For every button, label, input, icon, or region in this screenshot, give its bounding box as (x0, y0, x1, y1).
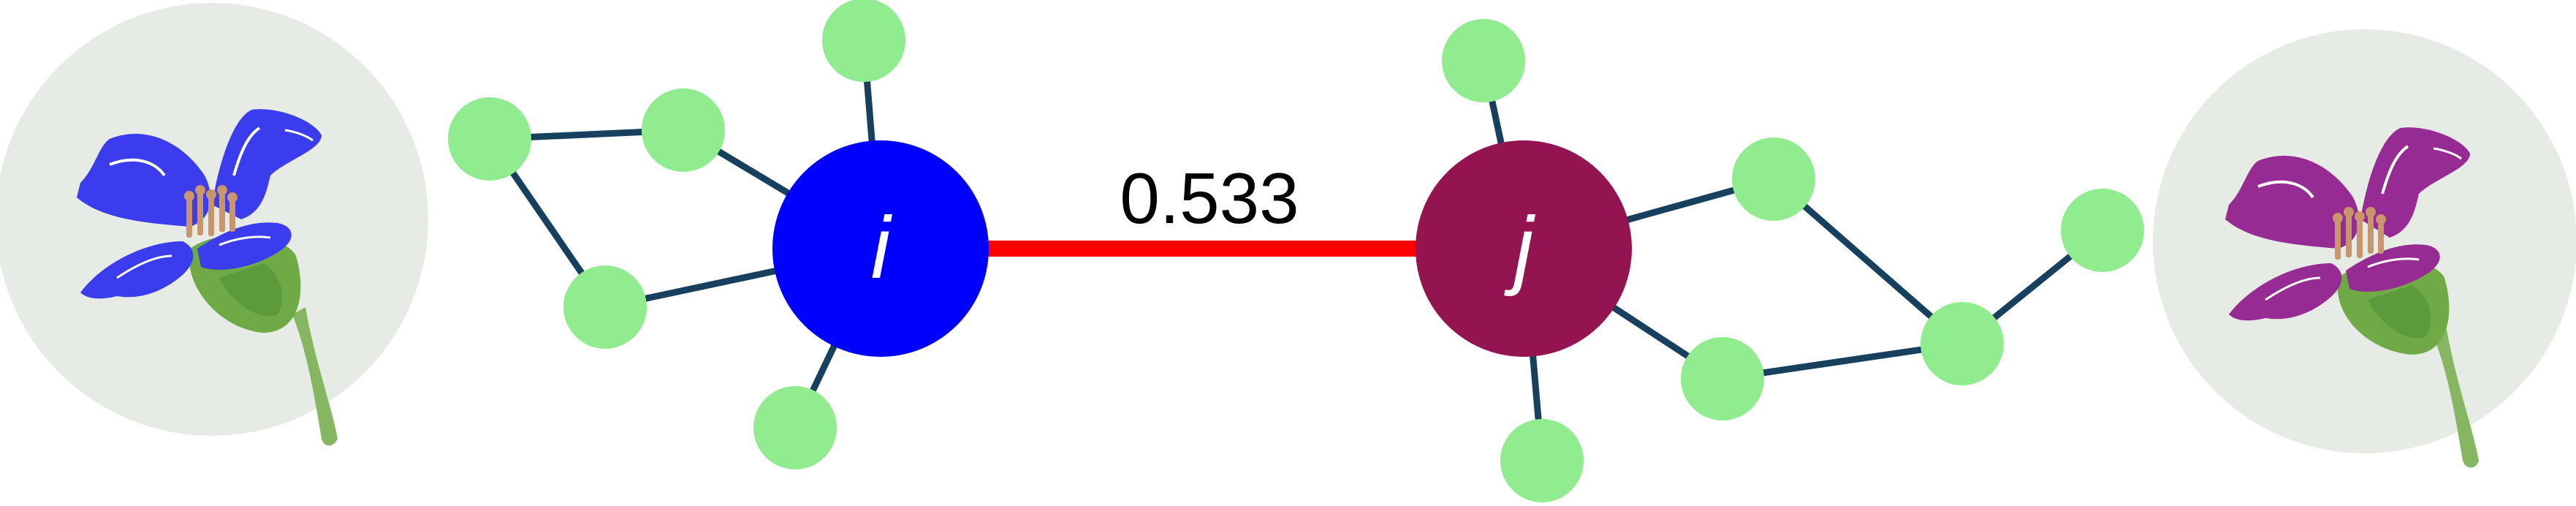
edge-weight-label: 0.533 (1120, 158, 1299, 238)
node (822, 0, 905, 82)
right-flower-backdrop (2153, 29, 2576, 453)
node (1500, 419, 1584, 502)
node (1920, 302, 2004, 385)
node (753, 386, 837, 469)
left-flower-image (0, 3, 428, 446)
blue-flower-icon (77, 109, 338, 446)
node (2061, 189, 2144, 272)
hub-i-circle (772, 140, 989, 357)
purple-flower-icon (2225, 127, 2479, 468)
right-flower-image (2153, 29, 2576, 468)
graph-nodes (448, 0, 2144, 502)
node (1681, 337, 1764, 420)
node (1732, 137, 1815, 221)
hub-node-i: i (772, 140, 989, 357)
node (448, 97, 531, 181)
node (642, 88, 725, 172)
node (563, 265, 647, 349)
hub-node-j: j (1416, 140, 1632, 357)
hub-j-circle (1416, 140, 1632, 357)
hub-i-label: i (871, 199, 893, 297)
edge (1770, 175, 1966, 347)
node (1442, 19, 1525, 102)
